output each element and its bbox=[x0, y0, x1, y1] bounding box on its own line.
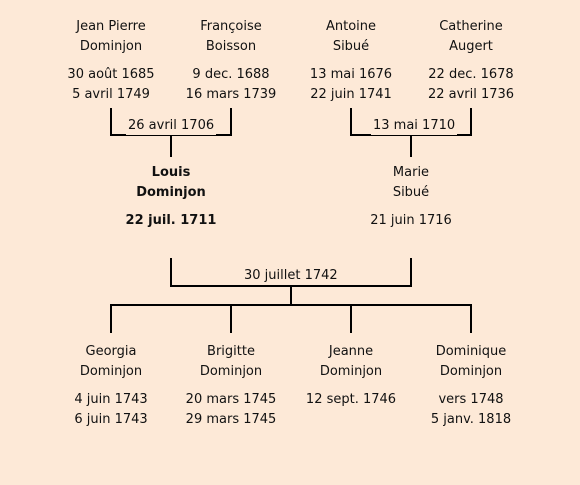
person-francoise-boisson: Françoise Boisson 9 dec. 1688 16 mars 17… bbox=[161, 17, 301, 105]
person-given-name: Dominique bbox=[435, 344, 507, 359]
person-georgia-dominjon: Georgia Dominjon 4 juin 1743 6 juin 1743 bbox=[41, 342, 181, 430]
person-louis-dominjon: Louis Dominjon 22 juil. 1711 bbox=[101, 163, 241, 231]
birth-date: 20 mars 1745 bbox=[185, 392, 277, 407]
person-surname: Boisson bbox=[205, 39, 257, 54]
person-given-name: Françoise bbox=[200, 19, 262, 34]
birth-date: 30 août 1685 bbox=[67, 67, 155, 82]
person-jeanne-dominjon: Jeanne Dominjon 12 sept. 1746 bbox=[281, 342, 421, 410]
death-date: 22 avril 1736 bbox=[427, 87, 515, 102]
marriage-date-paternal: 26 avril 1706 bbox=[126, 117, 217, 135]
person-surname: Dominjon bbox=[79, 39, 143, 54]
person-given-name: Antoine bbox=[325, 19, 377, 34]
person-given-name: Jean Pierre bbox=[76, 19, 146, 34]
person-given-name: Georgia bbox=[85, 344, 137, 359]
death-date: 5 janv. 1818 bbox=[430, 412, 512, 427]
person-dominique-dominjon: Dominique Dominjon vers 1748 5 janv. 181… bbox=[401, 342, 541, 430]
birth-date: 22 juil. 1711 bbox=[125, 213, 217, 228]
person-given-name: Jeanne bbox=[328, 344, 374, 359]
person-surname: Dominjon bbox=[439, 364, 503, 379]
marriage-date-maternal: 13 mai 1710 bbox=[371, 117, 458, 135]
death-date: 29 mars 1745 bbox=[185, 412, 277, 427]
person-marie-sibue: Marie Sibué 21 juin 1716 bbox=[341, 163, 481, 231]
person-surname: Dominjon bbox=[319, 364, 383, 379]
birth-date: 12 sept. 1746 bbox=[305, 392, 397, 407]
person-given-name: Marie bbox=[392, 165, 430, 180]
person-surname: Dominjon bbox=[136, 185, 206, 200]
person-surname: Augert bbox=[449, 39, 493, 54]
person-surname: Sibué bbox=[392, 185, 430, 200]
birth-date: 9 dec. 1688 bbox=[192, 67, 270, 82]
person-given-name: Catherine bbox=[439, 19, 503, 34]
person-antoine-sibue: Antoine Sibué 13 mai 1676 22 juin 1741 bbox=[281, 17, 421, 105]
person-surname: Dominjon bbox=[79, 364, 143, 379]
birth-date: 22 dec. 1678 bbox=[428, 67, 514, 82]
birth-date: 21 juin 1716 bbox=[370, 213, 452, 228]
person-jean-pierre-dominjon: Jean Pierre Dominjon 30 août 1685 5 avri… bbox=[41, 17, 181, 105]
death-date: 5 avril 1749 bbox=[72, 87, 150, 102]
person-given-name: Louis bbox=[151, 165, 191, 180]
person-brigitte-dominjon: Brigitte Dominjon 20 mars 1745 29 mars 1… bbox=[161, 342, 301, 430]
death-date: 16 mars 1739 bbox=[185, 87, 277, 102]
death-date: 22 juin 1741 bbox=[310, 87, 392, 102]
person-given-name: Brigitte bbox=[207, 344, 255, 359]
birth-date: 4 juin 1743 bbox=[74, 392, 148, 407]
person-surname: Dominjon bbox=[199, 364, 263, 379]
person-surname: Sibué bbox=[332, 39, 370, 54]
death-date: 6 juin 1743 bbox=[74, 412, 148, 427]
person-catherine-augert: Catherine Augert 22 dec. 1678 22 avril 1… bbox=[401, 17, 541, 105]
birth-date: vers 1748 bbox=[438, 392, 504, 407]
birth-date: 13 mai 1676 bbox=[309, 67, 393, 82]
marriage-date-parents: 30 juillet 1742 bbox=[242, 267, 340, 285]
